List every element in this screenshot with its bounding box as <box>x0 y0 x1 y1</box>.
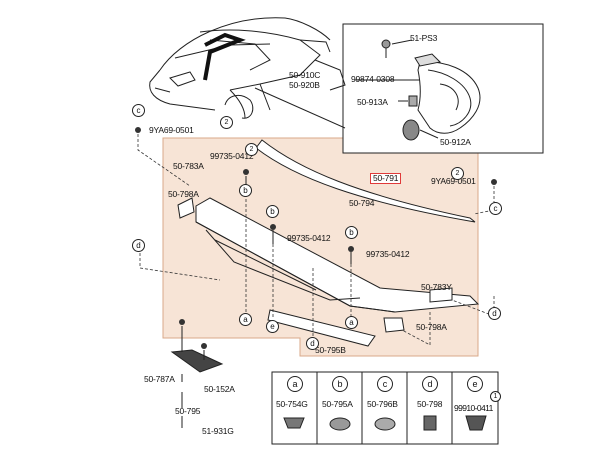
label-99874-0308: 99874-0308 <box>351 74 395 84</box>
label-50-794: 50-794 <box>349 198 375 208</box>
lower-left-part <box>170 326 224 428</box>
label-50-787a: 50-787A <box>144 374 175 384</box>
leader-lines <box>137 134 495 346</box>
ref-e: e <box>266 320 279 333</box>
label-99735-0412-mid: 99735-0412 <box>287 233 331 243</box>
legend-part-c: 50-796B <box>367 399 398 409</box>
legend-header-c: c <box>377 376 393 392</box>
label-99735-0412-top: 99735-0412 <box>210 151 254 161</box>
label-50-910c: 50-910C <box>289 70 321 80</box>
car-illustration <box>149 17 346 119</box>
legend-header-d: d <box>422 376 438 392</box>
ref-b-right: b <box>345 226 358 239</box>
label-50-783y: 50-783Y <box>421 282 452 292</box>
ref-qty-top: 2 <box>245 143 258 156</box>
car-highlight-stroke <box>203 32 246 81</box>
label-50-912a: 50-912A <box>440 137 471 147</box>
ref-d-bottom: d <box>306 337 319 350</box>
ref-qty-right: 2 <box>451 167 464 180</box>
label-50-152a: 50-152A <box>204 384 235 394</box>
inset-parts <box>355 39 481 141</box>
label-50-795b: 50-795B <box>315 345 346 355</box>
legend-part-b: 50-795A <box>322 399 353 409</box>
ref-c-left: c <box>132 104 145 117</box>
ref-b-top: b <box>239 184 252 197</box>
label-50-795: 50-795 <box>175 406 201 416</box>
ref-c-right: c <box>489 202 502 215</box>
label-50-798a-left: 50-798A <box>168 189 199 199</box>
label-9ya69-0501-right: 9YA69-0501 <box>431 176 476 186</box>
label-99735-0412-right: 99735-0412 <box>366 249 410 259</box>
ref-a-right: a <box>345 316 358 329</box>
legend-qty-e: 1 <box>490 391 501 402</box>
legend-part-shapes <box>283 415 487 431</box>
ref-b-mid: b <box>266 205 279 218</box>
legend-part-d: 50-798 <box>417 399 443 409</box>
label-50-920b: 50-920B <box>289 80 320 90</box>
legend-header-b: b <box>332 376 348 392</box>
label-50-913a: 50-913A <box>357 97 388 107</box>
legend-header-a: a <box>287 376 303 392</box>
label-50-798a-right: 50-798A <box>416 322 447 332</box>
ref-d-right: d <box>488 307 501 320</box>
label-50-791: 50-791 <box>370 173 402 184</box>
label-9ya69-0501-left: 9YA69-0501 <box>149 125 194 135</box>
ref-a-left: a <box>239 313 252 326</box>
label-50-783a: 50-783A <box>173 161 204 171</box>
cowl-parts <box>177 139 480 347</box>
legend-part-a: 50-754G <box>276 399 308 409</box>
ref-d-left: d <box>132 239 145 252</box>
legend-part-e: 99910-0411 <box>454 403 493 413</box>
ref-qty-inset: 2 <box>220 116 233 129</box>
label-51-931g: 51-931G <box>202 426 234 436</box>
label-51-ps3: 51-PS3 <box>410 33 438 43</box>
fasteners <box>135 127 497 349</box>
legend-header-e: e <box>467 376 483 392</box>
